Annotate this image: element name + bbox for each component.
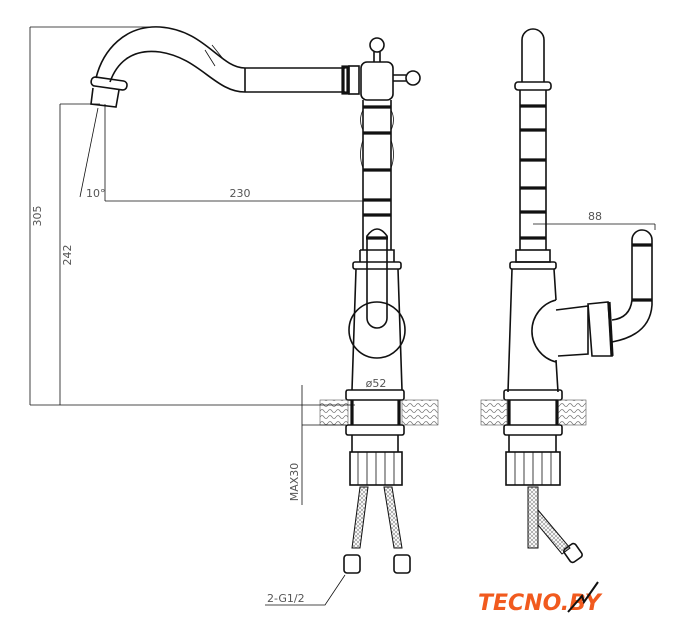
front-view xyxy=(90,26,439,574)
side-column xyxy=(519,90,547,250)
top-knob xyxy=(369,37,385,53)
hose-right xyxy=(383,486,403,549)
side-lever xyxy=(611,229,653,343)
dim-connection: 2-G1/2 xyxy=(267,592,305,605)
dim-spout-angle: 10° xyxy=(86,187,106,200)
tecno-by-logo: TECNO.BY xyxy=(478,581,603,616)
aerator xyxy=(90,87,120,108)
countertop-section xyxy=(319,399,349,426)
side-view xyxy=(480,28,653,564)
spout-tube xyxy=(244,67,345,93)
side-mount xyxy=(531,299,589,363)
spout-curve-outer xyxy=(95,26,246,79)
dim-base-diameter: ø52 xyxy=(366,377,387,390)
column xyxy=(362,100,392,250)
lightning-icon xyxy=(567,581,599,613)
dim-spout-height: 242 xyxy=(61,245,74,266)
dim-total-height: 305 xyxy=(31,206,44,227)
dimension-lines xyxy=(29,26,656,606)
base-body xyxy=(351,268,403,391)
dim-handle-reach: 88 xyxy=(588,210,602,223)
side-knob xyxy=(405,70,421,86)
lever-hub xyxy=(348,301,406,359)
lever xyxy=(366,228,388,329)
dim-spout-reach: 230 xyxy=(230,187,251,200)
dimension-labels: 305 242 230 10° ø52 MAX30 88 2-G1/2 xyxy=(31,187,602,605)
hose-nut-right xyxy=(393,554,411,574)
hose-left xyxy=(351,486,369,549)
base-flange xyxy=(345,389,405,401)
aerator-ring xyxy=(90,76,128,91)
cross-body xyxy=(360,61,394,101)
dim-max-countertop: MAX30 xyxy=(288,463,301,502)
spout-curve-inner xyxy=(109,50,246,93)
hose-nut-left xyxy=(343,554,361,574)
top-cap xyxy=(521,28,545,82)
